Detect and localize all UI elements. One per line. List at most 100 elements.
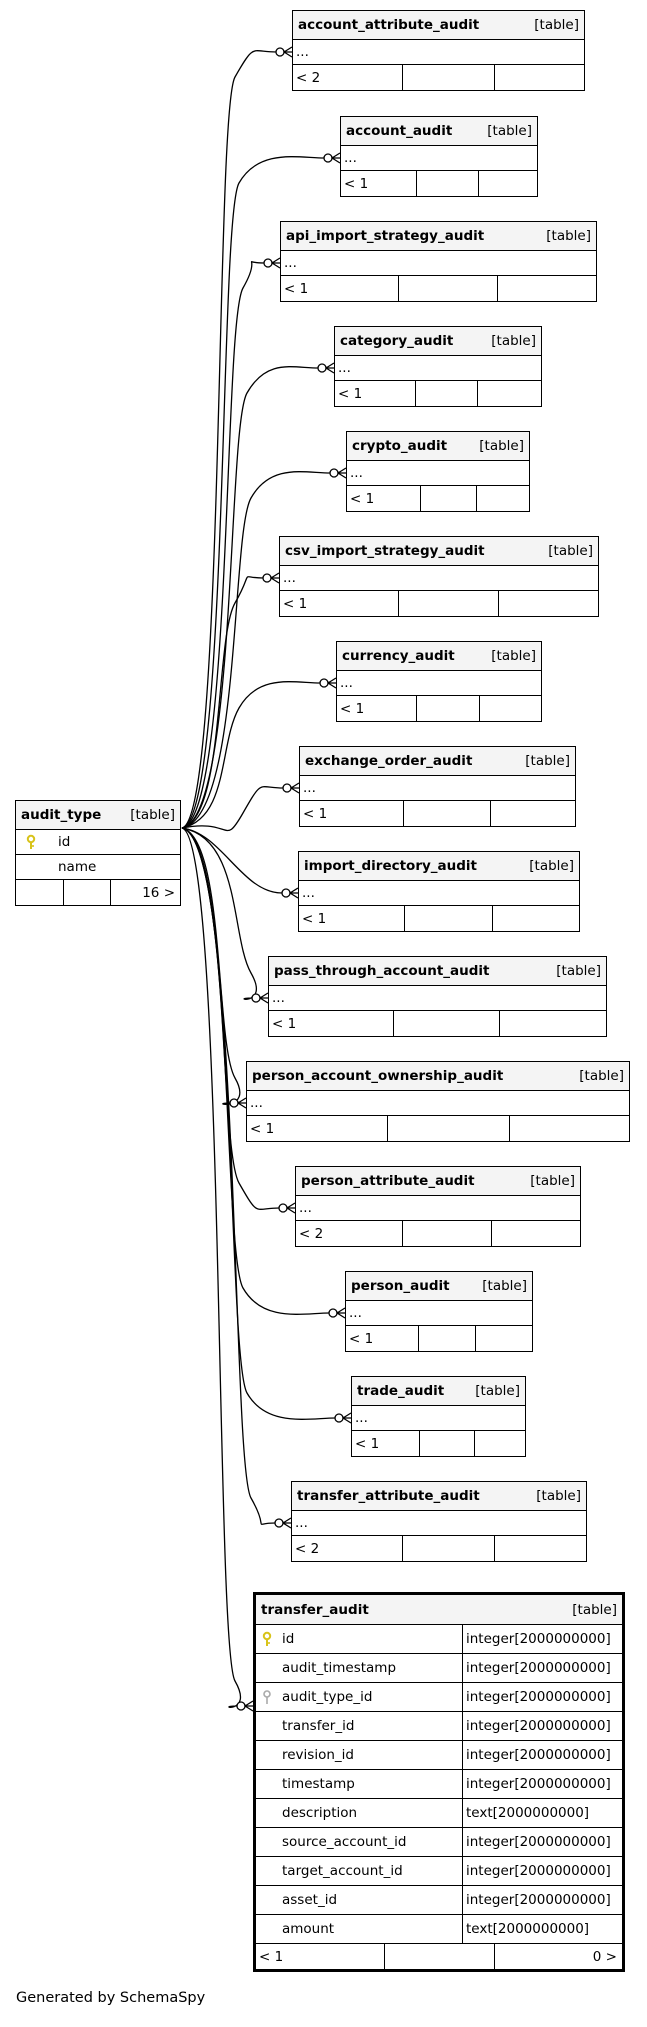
footer-parents-count[interactable]: < 1: [338, 385, 363, 402]
audit-table-exchange-order-audit[interactable]: exchange_order_audit[table]...< 1: [299, 746, 576, 827]
column-name: revision_id: [282, 1747, 354, 1763]
table-name: audit_type: [21, 807, 102, 823]
audit-table-crypto-audit[interactable]: crypto_audit[table]...< 1: [346, 431, 530, 512]
edge-account-attribute-audit-many-marker: [283, 46, 293, 58]
footer-parents-count[interactable]: < 1: [250, 1120, 275, 1137]
table-kind: [table]: [579, 1068, 624, 1084]
footer-parents-count[interactable]: < 1: [350, 490, 375, 507]
table-footer: < 1: [300, 801, 575, 826]
table-name: person_attribute_audit: [301, 1173, 475, 1189]
table-footer: < 1: [299, 906, 579, 931]
no-key-cell: [256, 1799, 278, 1827]
table-name: person_audit: [351, 1278, 450, 1294]
column-type: integer[2000000000]: [462, 1828, 622, 1856]
column-type: integer[2000000000]: [462, 1857, 622, 1885]
audit-table-person-account-ownership-audit[interactable]: person_account_ownership_audit[table]...…: [246, 1061, 630, 1142]
edge-api-import-strategy-audit: [181, 261, 265, 829]
audit-table-person-audit[interactable]: person_audit[table]...< 1: [345, 1271, 533, 1352]
audit-table-import-directory-audit[interactable]: import_directory_audit[table]...< 1: [298, 851, 580, 932]
footer-mid: [398, 591, 498, 616]
edge-exchange-order-audit: [181, 786, 284, 832]
audit-table-api-import-strategy-audit[interactable]: api_import_strategy_audit[table]...< 1: [280, 221, 597, 302]
column-row-id[interactable]: id: [16, 830, 180, 855]
table-header: api_import_strategy_audit[table]: [281, 222, 596, 251]
column-name: amount: [282, 1921, 335, 1937]
table-header: account_attribute_audit[table]: [293, 11, 584, 40]
no-key-cell: [256, 1770, 278, 1798]
footer-parents-count[interactable]: < 1: [283, 595, 308, 612]
audit-table-csv-import-strategy-audit[interactable]: csv_import_strategy_audit[table]...< 1: [279, 536, 599, 617]
collapsed-columns: ...: [269, 986, 606, 1011]
edge-csv-import-strategy-audit-optional-marker: [262, 573, 272, 583]
collapsed-columns: ...: [300, 776, 575, 801]
footer-parents-count[interactable]: < 1: [344, 175, 369, 192]
footer-children-count[interactable]: 0 >: [494, 1944, 622, 1969]
edge-trade-audit-optional-marker: [334, 1413, 344, 1423]
edge-import-directory-audit-many-marker: [289, 887, 299, 899]
audit-type-table[interactable]: audit_type [table] id name 16 >: [15, 800, 181, 906]
table-header: category_audit[table]: [335, 327, 541, 356]
audit-table-category-audit[interactable]: category_audit[table]...< 1: [334, 326, 542, 407]
footer-parents-count[interactable]: < 1: [303, 805, 328, 822]
table-kind: [table]: [525, 753, 570, 769]
audit-table-trade-audit[interactable]: trade_audit[table]...< 1: [351, 1376, 526, 1457]
table-footer: < 1: [352, 1431, 525, 1456]
footer-parents-count[interactable]: < 1: [302, 910, 327, 927]
audit-table-account-attribute-audit[interactable]: account_attribute_audit[table]...< 2: [292, 10, 585, 91]
table-kind: [table]: [530, 1173, 575, 1189]
edge-account-audit: [181, 156, 325, 829]
footer-right: [498, 591, 598, 616]
no-key-cell: [256, 1886, 278, 1914]
table-header: csv_import_strategy_audit[table]: [280, 537, 598, 566]
table-header: person_attribute_audit [table]: [296, 1167, 580, 1196]
footer-parents-count[interactable]: < 1: [272, 1015, 297, 1032]
audit-table-pass-through-account-audit[interactable]: pass_through_account_audit[table]... < 1: [268, 956, 607, 1037]
edge-transfer-attribute-audit-many-marker: [282, 1517, 292, 1529]
footer-mid: [398, 276, 497, 301]
table-kind: [table]: [536, 1488, 581, 1504]
edge-exchange-order-audit-optional-marker: [282, 783, 292, 793]
generated-by-credit: Generated by SchemaSpy: [16, 1990, 206, 2006]
no-key-cell: [256, 1654, 278, 1682]
audit-table-account-audit[interactable]: account_audit[table]...< 1: [340, 116, 538, 197]
edge-pass-through-account-audit-optional-marker: [251, 993, 261, 1003]
footer-parents-count[interactable]: < 1: [259, 1948, 284, 1965]
column-row-name[interactable]: name: [16, 855, 180, 880]
table-header: person_audit[table]: [346, 1272, 532, 1301]
footer-parents-count[interactable]: < 2: [299, 1225, 324, 1242]
footer-parents-count[interactable]: < 1: [355, 1435, 380, 1452]
footer-parents-count[interactable]: < 1: [284, 280, 309, 297]
footer-mid: [384, 1944, 494, 1969]
table-kind: [table]: [487, 123, 532, 139]
footer-parents-count[interactable]: < 2: [296, 69, 321, 86]
column-type: integer[2000000000]: [462, 1654, 622, 1682]
audit-table-currency-audit[interactable]: currency_audit[table]...< 1: [336, 641, 542, 722]
footer-right: [490, 801, 575, 826]
footer-parents-count[interactable]: < 2: [295, 1540, 320, 1557]
footer-parents-count[interactable]: < 1: [349, 1330, 374, 1347]
footer-children-count[interactable]: 16 >: [110, 880, 180, 905]
footer-parents-count[interactable]: < 1: [340, 700, 365, 717]
table-header: import_directory_audit[table]: [299, 852, 579, 881]
edge-transfer-audit: [181, 827, 242, 1708]
audit-table-transfer-attribute-audit[interactable]: transfer_attribute_audit[table]...< 2: [291, 1481, 587, 1562]
edge-import-directory-audit-optional-marker: [281, 888, 291, 898]
audit-table-person-attribute-audit[interactable]: person_attribute_audit[table]...< 2: [295, 1166, 581, 1247]
table-header: pass_through_account_audit[table]: [269, 957, 606, 986]
table-footer: < 1: [247, 1116, 629, 1141]
edge-person-attribute-audit-many-marker: [286, 1202, 296, 1214]
